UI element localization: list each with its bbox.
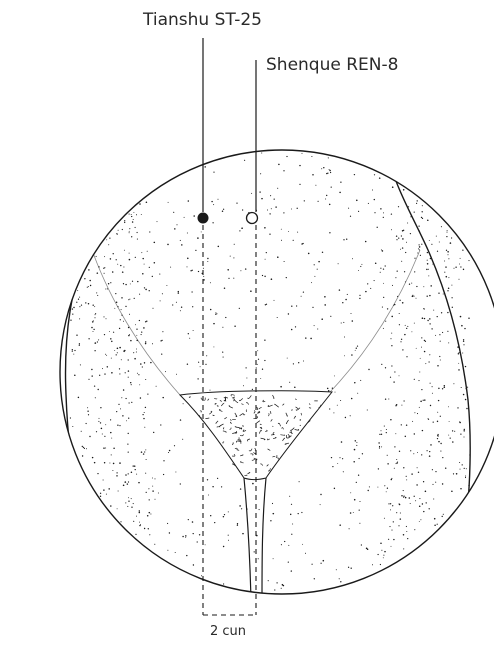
torso-outline — [66, 143, 118, 600]
tianshu-point — [198, 213, 209, 224]
distance-label: 2 cun — [210, 624, 246, 639]
shenque-point — [247, 213, 258, 224]
hip-line-left — [92, 250, 180, 395]
view-circle — [60, 150, 494, 594]
tianshu-label: Tianshu ST-25 — [143, 10, 262, 30]
stipple-shading-body — [70, 152, 471, 590]
shenque-label: Shenque REN-8 — [266, 55, 398, 75]
torso-outline-right — [386, 140, 470, 520]
hip-line-right — [330, 250, 420, 392]
thigh-gap — [244, 478, 266, 600]
